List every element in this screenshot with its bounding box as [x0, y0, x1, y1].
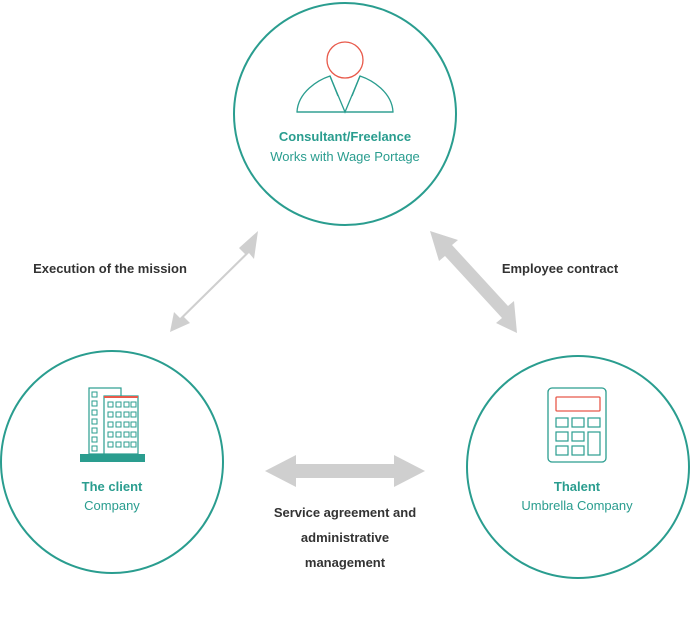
arrow-consultant-thalent [430, 231, 517, 333]
thalent-node-circle [466, 355, 690, 579]
consultant-subtitle: Works with Wage Portage [270, 149, 420, 164]
person-icon [296, 41, 394, 114]
edge-label-service-line2: administrative [300, 530, 390, 545]
calculator-icon [547, 387, 607, 463]
thalent-title: Thalent [553, 479, 601, 494]
edge-label-employee-contract: Employee contract [501, 261, 619, 276]
client-subtitle: Company [84, 498, 140, 513]
consultant-title: Consultant/Freelance [278, 129, 412, 144]
edge-label-execution: Execution of the mission [33, 261, 187, 276]
edge-label-service-line1: Service agreement and [273, 505, 417, 520]
arrow-client-thalent [265, 455, 425, 487]
client-title: The client [81, 479, 143, 494]
consultant-node-circle [233, 2, 457, 226]
edge-label-service-line3: management [304, 555, 386, 570]
thalent-subtitle: Umbrella Company [521, 498, 633, 513]
arrow-consultant-client [170, 231, 258, 332]
buildings-icon [80, 387, 145, 462]
